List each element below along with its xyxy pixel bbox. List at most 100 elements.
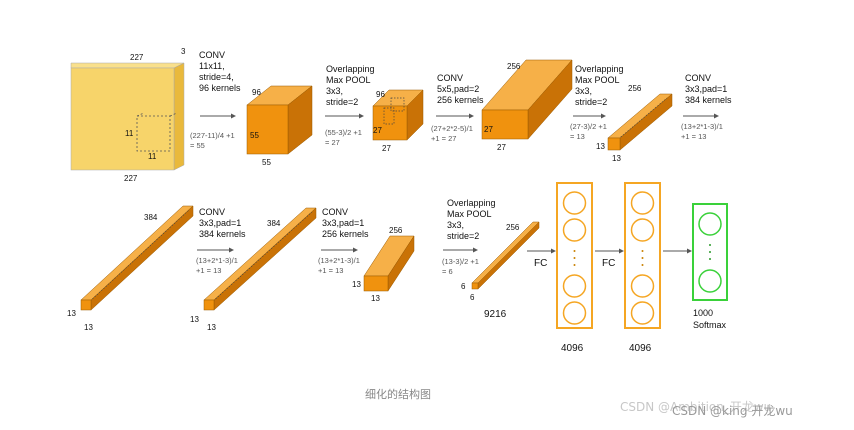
op-line: Overlapping [575,64,624,74]
op-line: CONV [322,207,348,217]
block-dim-label: 27 [382,144,391,153]
block-front [363,275,389,292]
output-activation-label: Softmax [693,320,727,330]
feature-block-1: 96 55 55 [246,85,313,167]
op-line: 5x5,pad=2 [437,84,479,94]
op-line: Max POOL [326,75,371,85]
neuron [630,191,655,215]
op-formula: = 13 [570,132,585,141]
feature-block-4: 256 13 13 [596,84,673,163]
fc-layer-frame [624,182,661,329]
block-dim-label: 13 [190,315,199,324]
neuron-ellipsis-dot [573,264,576,266]
block-dim-label: 13 [596,142,605,151]
block-front [246,104,289,155]
arrow-head [469,113,474,119]
op-formula: = 55 [190,141,205,150]
block-kernel-box [390,97,405,112]
op-line: stride=2 [326,97,358,107]
neuron-ellipsis-dot [573,250,576,252]
op-conv5: CONV 3x3,pad=1 256 kernels (13+2*1-3)/1 … [318,207,369,275]
neuron-ellipsis-dot [709,258,711,260]
block-front [203,299,215,311]
output-layer: 1000 Softmax [692,203,728,330]
op-line: 96 kernels [199,83,241,93]
op-line: stride=4, [199,72,234,82]
op-line: 384 kernels [685,95,732,105]
block-dim-label: 13 [207,323,216,332]
feature-block-2: 96 27 27 [372,89,424,153]
op-conv2: CONV 5x5,pad=2 256 kernels (27+2*2-5)/1 … [431,73,484,143]
block-dim-label: 13 [352,280,361,289]
neuron [630,218,655,242]
block-dim-label: 27 [497,143,506,152]
arrow-head [601,113,606,119]
input-top [70,62,185,69]
block-dim-label: 6 [470,293,475,302]
block-dim-label: 27 [484,125,493,134]
op-line: 3x3,pad=1 [199,218,241,228]
block-dim-label: 27 [373,126,382,135]
arrow-head [229,247,234,253]
output-size-label: 1000 [693,308,713,318]
op-formula: = 6 [442,267,453,276]
block-front [372,105,408,141]
op-pool2: Overlapping Max POOL 3x3, stride=2 (27-3… [570,64,624,141]
arrow-head [231,113,236,119]
arrow-head [687,248,692,254]
op-formula: (27-3)/2 +1 [570,122,607,131]
op-formula: (13+2*1-3)/1 [196,256,238,265]
op-formula: +1 = 27 [431,134,456,143]
block-dashed-edge [615,97,668,142]
feature-block-7: 256 13 13 [352,226,415,303]
block-dim-label: 6 [461,282,466,291]
figure-caption: 细化的结构图 [365,387,431,401]
block-dim-label: 13 [84,323,93,332]
flatten-size-label: 9216 [484,309,507,320]
op-pool1: Overlapping Max POOL 3x3, stride=2 (55-3… [325,64,375,147]
arrow-head [353,247,358,253]
op-formula: +1 = 13 [196,266,221,275]
block-depth-label: 96 [376,90,385,99]
block-side [90,205,194,311]
block-depth-label: 256 [628,84,642,93]
block-depth-label: 256 [389,226,403,235]
block-depth-label: 384 [144,213,158,222]
op-formula: (13+2*1-3)/1 [681,122,723,131]
block-depth-label: 256 [507,62,521,71]
block-depth-label: 384 [267,219,281,228]
block-dim-label: 55 [250,131,259,140]
op-line: Overlapping [447,198,496,208]
op-line: 11x11, [199,61,225,71]
op-formula: (27+2*2-5)/1 [431,124,473,133]
op-line: 384 kernels [199,229,246,239]
op-line: Max POOL [447,209,492,219]
block-top [80,205,194,301]
block-depth-label: 256 [506,223,520,232]
fc-layer-frame [556,182,593,329]
neuron [630,301,655,325]
op-conv4: CONV 3x3,pad=1 384 kernels (13+2*1-3)/1 … [196,207,246,275]
input-kernel-w-label: 11 [148,152,157,161]
block-dashed-edge [87,209,190,304]
block-dim-label: 13 [67,309,76,318]
op-line: 256 kernels [437,95,484,105]
neuron [562,274,587,298]
watermark: CSDN @king 开龙wu [672,404,793,418]
block-front [80,299,92,311]
block-dim-label: 55 [262,158,271,167]
input-channels-label: 3 [181,47,186,56]
op-formula: +1 = 13 [681,132,706,141]
op-line: 3x3, [326,86,343,96]
feature-block-3: 256 27 27 [481,59,573,152]
op-conv1: CONV 11x11, stride=4, 96 kernels (227-11… [190,50,241,150]
input-height-label: 227 [124,174,138,183]
op-line: Max POOL [575,75,620,85]
input-kernel-line [136,112,145,117]
neuron [562,218,587,242]
fc-layer-1: 4096 [556,182,593,354]
fc-layer-2: 4096 [624,182,661,354]
block-kernel-box [383,107,395,125]
op-line: CONV [437,73,463,83]
